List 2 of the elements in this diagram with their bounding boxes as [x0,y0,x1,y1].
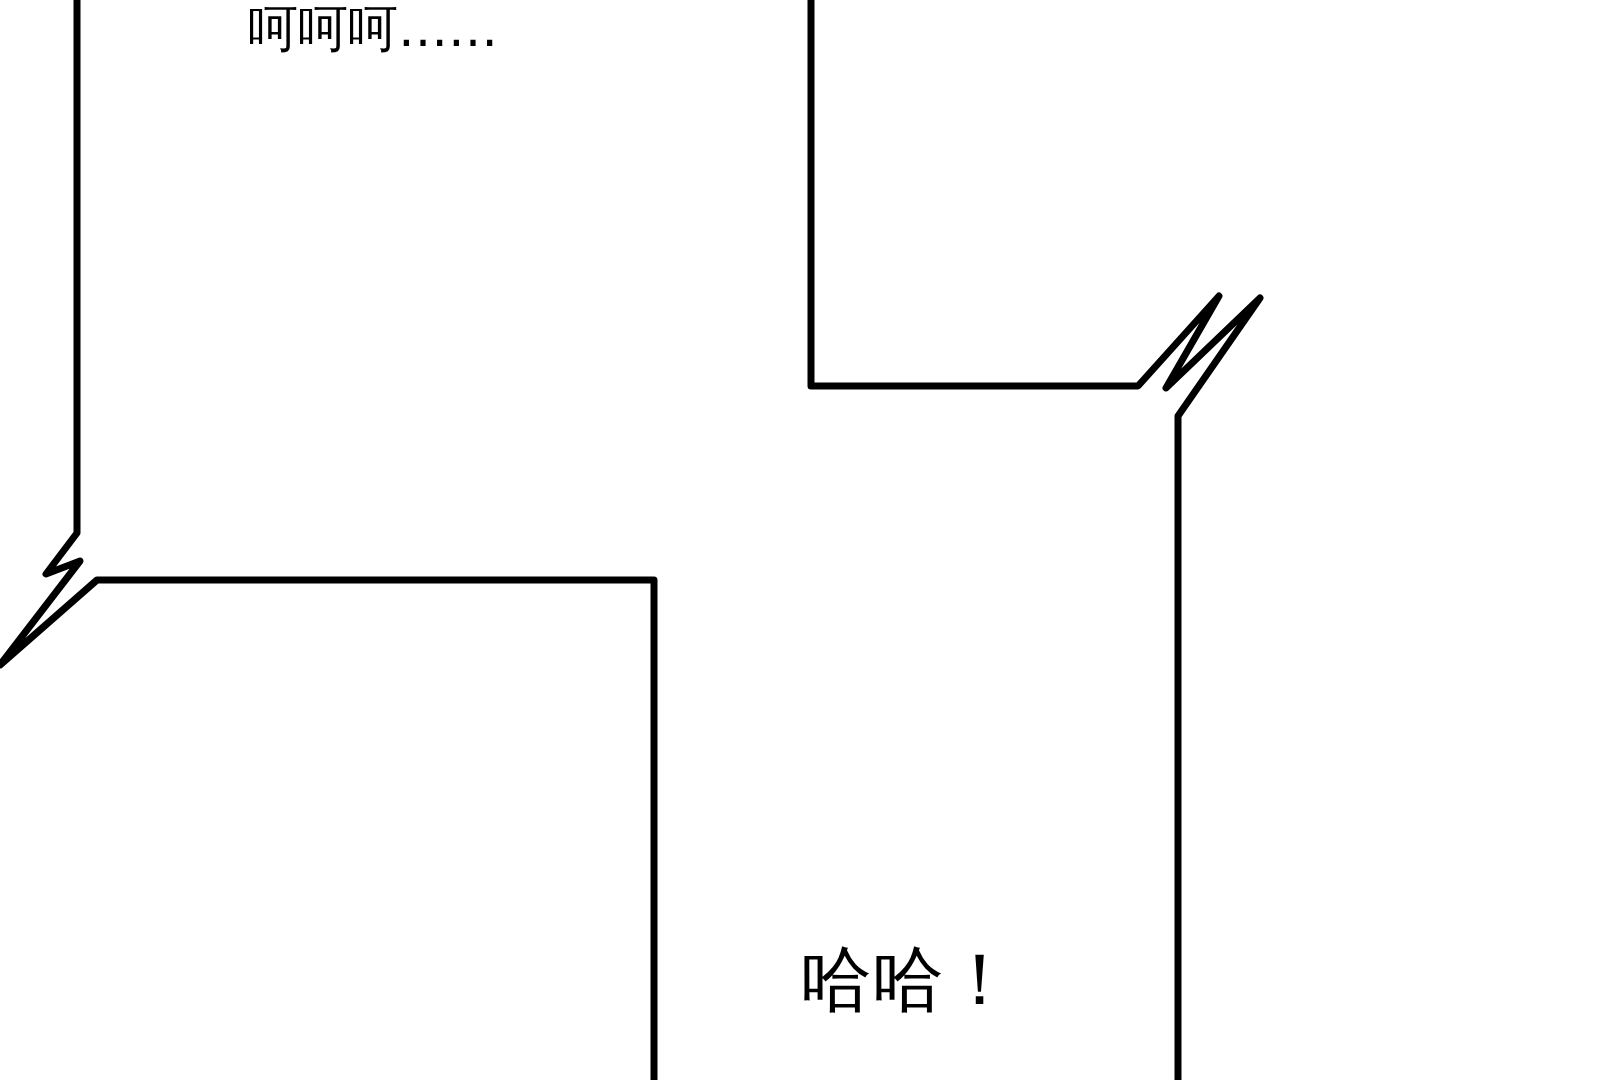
speech-text: 呵呵呵…… [248,2,498,57]
speech-text: 哈哈！ [800,940,1016,1020]
